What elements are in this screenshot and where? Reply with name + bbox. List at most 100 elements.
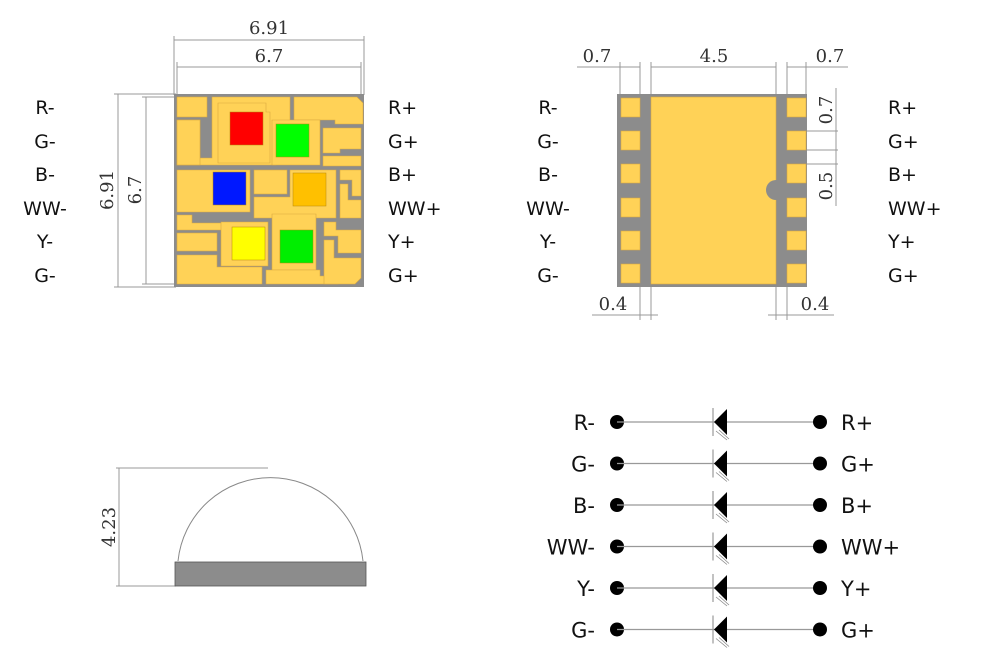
- pad: [323, 239, 362, 285]
- side-view: 4.23: [99, 467, 367, 587]
- pin-label: Y+: [387, 231, 416, 253]
- dim-height: 4.23: [99, 507, 120, 547]
- light-emission-icon: [718, 429, 730, 440]
- pos-terminal-label: Y+: [840, 577, 871, 601]
- dim-gap-right: 0.4: [801, 294, 830, 315]
- pin-label: Y-: [36, 231, 53, 253]
- schematic-row: G- G+: [571, 449, 875, 482]
- neg-terminal-label: R-: [574, 411, 595, 435]
- pin-pad: [620, 230, 641, 251]
- light-emission-icon: [715, 555, 728, 565]
- pin-label: B+: [888, 164, 917, 186]
- light-emission-icon: [715, 596, 728, 607]
- pos-terminal-label: B+: [841, 494, 873, 518]
- pin-pad: [620, 97, 641, 118]
- pin-pad: [620, 197, 641, 218]
- pin-pads: [620, 97, 807, 284]
- pin-pad: [786, 163, 807, 184]
- diode-icon: [714, 409, 727, 435]
- thermal-pad: [650, 96, 777, 285]
- pin-label: G+: [388, 265, 419, 287]
- dim-pad-gap: 0.5: [816, 172, 837, 201]
- pad: [176, 232, 218, 252]
- pad: [176, 96, 208, 118]
- light-emission-icon: [715, 430, 728, 441]
- chip-blue: [212, 171, 247, 206]
- pin-label: G-: [34, 265, 56, 287]
- pin-label: WW-: [23, 198, 67, 220]
- package-base: [174, 561, 367, 587]
- dim-outer-width: 6.91: [249, 18, 289, 39]
- terminal-dot: [813, 581, 827, 595]
- pin-label: R-: [538, 97, 557, 119]
- diode-icon: [714, 575, 727, 601]
- pin-pad: [786, 97, 807, 118]
- pin-label: Y+: [887, 231, 916, 253]
- diode-icon: [714, 533, 727, 560]
- schematic: R-R+G-G+B-B+WW-WW+Y-Y+G-G+: [547, 408, 900, 648]
- pad: [323, 221, 362, 254]
- dim-pad-pitch: 0.7: [816, 96, 837, 125]
- terminal-dot: [813, 539, 827, 554]
- pin-pad: [786, 130, 807, 151]
- schematic-row: B-B+: [573, 491, 873, 524]
- pin-label: R+: [388, 97, 417, 119]
- pos-terminal-label: WW+: [841, 536, 900, 560]
- diode-icon: [714, 616, 727, 643]
- pad: [339, 183, 362, 219]
- schematic-row: G-G+: [571, 615, 875, 648]
- light-emission-icon: [718, 471, 730, 481]
- pad: [176, 254, 263, 285]
- diode-icon: [714, 492, 727, 518]
- pin-label: R+: [888, 97, 917, 119]
- pin-label: G-: [34, 131, 56, 153]
- chip-warm-white: [292, 172, 327, 207]
- dim-pad-right: 0.7: [816, 46, 845, 67]
- pin-pad: [620, 163, 641, 184]
- schematic-row: R- R+: [574, 408, 873, 441]
- pin-pad: [620, 263, 641, 284]
- pin-label: WW-: [526, 198, 570, 220]
- pad: [176, 119, 201, 166]
- polarity-notch: [766, 180, 786, 200]
- light-emission-icon: [715, 638, 728, 648]
- dim-center: 4.5: [700, 46, 729, 67]
- top-view-right-labels: R+ G+ B+ WW+ Y+ G+: [387, 97, 442, 287]
- pin-label: G-: [537, 265, 559, 287]
- pos-terminal-label: G+: [841, 453, 875, 477]
- chip-red: [229, 111, 264, 146]
- pin-label: G+: [888, 265, 919, 287]
- top-view-left-labels: R- G- B- WW- Y- G-: [23, 97, 67, 287]
- light-emission-icon: [718, 595, 730, 606]
- light-emission-icon: [718, 512, 730, 523]
- light-emission-icon: [718, 637, 730, 647]
- pin-pad: [786, 197, 807, 218]
- pin-pad: [786, 230, 807, 251]
- bottom-view-left-labels: R- G- B- WW- Y- G-: [526, 97, 570, 287]
- neg-terminal-label: G-: [571, 453, 595, 477]
- schematic-row: Y-Y+: [576, 574, 871, 607]
- pin-pad: [786, 263, 807, 284]
- pad: [322, 155, 362, 167]
- light-emission-icon: [718, 554, 730, 564]
- pin-label: WW+: [388, 198, 442, 220]
- terminal-dot: [813, 498, 827, 512]
- bottom-view-right-labels: R+ G+ B+ WW+ Y+ G+: [887, 97, 942, 287]
- pin-label: B+: [388, 164, 417, 186]
- pin-label: G+: [888, 131, 919, 153]
- lens-dome: [177, 477, 364, 562]
- chip-yellow: [231, 226, 266, 261]
- dim-gap-left: 0.4: [599, 294, 628, 315]
- diode-icon: [714, 450, 727, 477]
- pos-terminal-label: R+: [841, 411, 873, 435]
- pad: [322, 127, 362, 154]
- pad: [339, 169, 362, 197]
- pin-label: Y-: [539, 231, 556, 253]
- pin-label: G+: [388, 131, 419, 153]
- dim-pad-left: 0.7: [583, 46, 612, 67]
- chip-green: [275, 123, 310, 158]
- schematic-row: WW-WW+: [547, 532, 900, 565]
- pos-terminal-label: G+: [841, 619, 875, 643]
- terminal-dot: [813, 456, 827, 471]
